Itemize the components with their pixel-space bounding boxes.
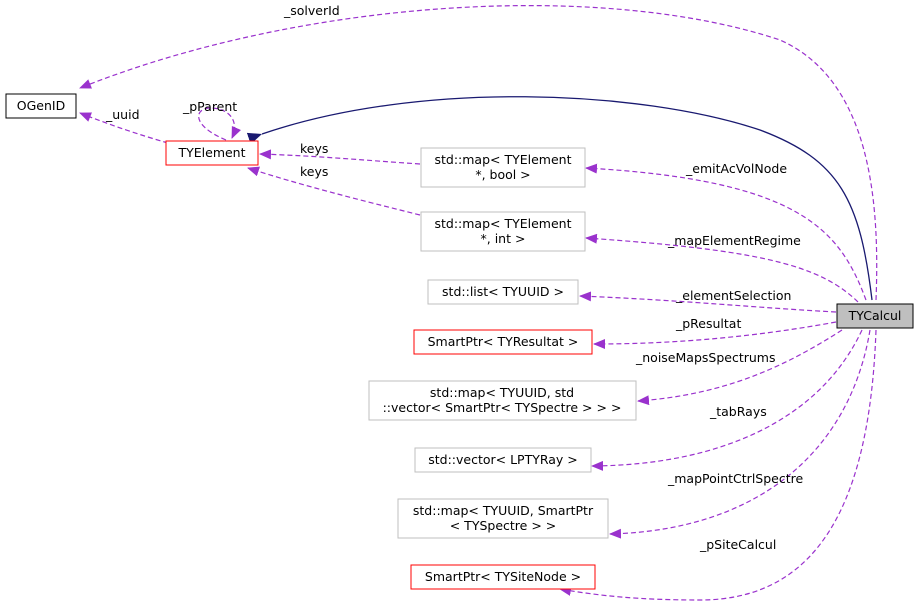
edge-label-p-site-calcul: _pSiteCalcul [699, 537, 776, 552]
node-map-element-int-line1: std::map< TYElement [434, 216, 571, 231]
edge-keys-int [247, 166, 421, 216]
edge-solver-id [79, 5, 878, 301]
edge-noise-maps-spectrums [637, 329, 843, 406]
edge-label-keys-bool: keys [300, 141, 328, 156]
edge-map-element-regime [585, 233, 859, 303]
node-map-uuid-spectre-line1: std::map< TYUUID, SmartPtr [413, 503, 594, 518]
node-tycalcul[interactable]: TYCalcul [836, 303, 914, 329]
edge-label-map-element-regime: _mapElementRegime [667, 233, 801, 248]
node-map-element-bool-line2: *, bool > [475, 167, 530, 182]
node-smartptr-resultat[interactable]: SmartPtr< TYResultat > [413, 329, 593, 355]
node-tycalcul-label: TYCalcul [848, 308, 902, 323]
edge-label-map-point-ctrl-spectre: _mapPointCtrlSpectre [667, 471, 803, 486]
node-map-element-int-line2: *, int > [481, 231, 526, 246]
node-smartptr-sitenode-label: SmartPtr< TYSiteNode > [425, 569, 581, 584]
edge-p-parent [198, 107, 242, 141]
node-vector-ray-label: std::vector< LPTYRay > [428, 452, 578, 467]
edge-label-tab-rays: _tabRays [709, 404, 767, 419]
node-list-uuid-label: std::list< TYUUID > [442, 284, 564, 299]
edge-emit-ac-vol-node [585, 163, 867, 301]
edge-label-noise-maps-spectrums: _noiseMapsSpectrums [635, 350, 775, 365]
node-smartptr-sitenode[interactable]: SmartPtr< TYSiteNode > [410, 564, 596, 590]
node-map-element-bool[interactable]: std::map< TYElement *, bool > [420, 147, 586, 188]
node-list-uuid[interactable]: std::list< TYUUID > [427, 279, 579, 305]
edge-uuid [79, 112, 169, 144]
edge-label-emit-ac-vol-node: _emitAcVolNode [685, 161, 787, 176]
node-map-element-int[interactable]: std::map< TYElement *, int > [420, 211, 586, 252]
node-map-element-bool-line1: std::map< TYElement [434, 152, 571, 167]
node-tyelement-label: TYElement [177, 145, 245, 160]
node-vector-ray[interactable]: std::vector< LPTYRay > [414, 447, 592, 473]
edge-label-solver-id: _solverId [283, 3, 340, 18]
edge-map-point-ctrl-spectre [609, 329, 871, 539]
edge-label-element-selection: _elementSelection [675, 288, 791, 303]
edge-p-site-calcul [559, 329, 877, 601]
node-map-uuid-vector-line1: std::map< TYUUID, std [430, 385, 574, 400]
node-map-uuid-vector[interactable]: std::map< TYUUID, std ::vector< SmartPtr… [368, 380, 637, 421]
edge-keys-bool [259, 149, 421, 165]
edge-label-p-resultat: _pResultat [675, 316, 741, 331]
node-map-uuid-spectre[interactable]: std::map< TYUUID, SmartPtr < TYSpectre >… [397, 498, 609, 539]
node-map-uuid-vector-line2: ::vector< SmartPtr< TYSpectre > > > [383, 400, 622, 415]
node-smartptr-resultat-label: SmartPtr< TYResultat > [428, 334, 579, 349]
node-ogenid[interactable]: OGenID [5, 93, 77, 119]
edge-label-keys-int: keys [300, 164, 328, 179]
edge-label-p-parent: _pParent [182, 99, 237, 114]
edge-element-selection [579, 291, 837, 313]
edge-label-uuid: _uuid [105, 107, 140, 122]
edge-tab-rays [591, 329, 863, 471]
node-ogenid-label: OGenID [17, 98, 65, 113]
node-tyelement[interactable]: TYElement [165, 140, 259, 166]
inherit-edge-tyelement [246, 96, 873, 301]
edge-p-resultat [593, 321, 837, 349]
node-map-uuid-spectre-line2: < TYSpectre > > [450, 518, 557, 533]
